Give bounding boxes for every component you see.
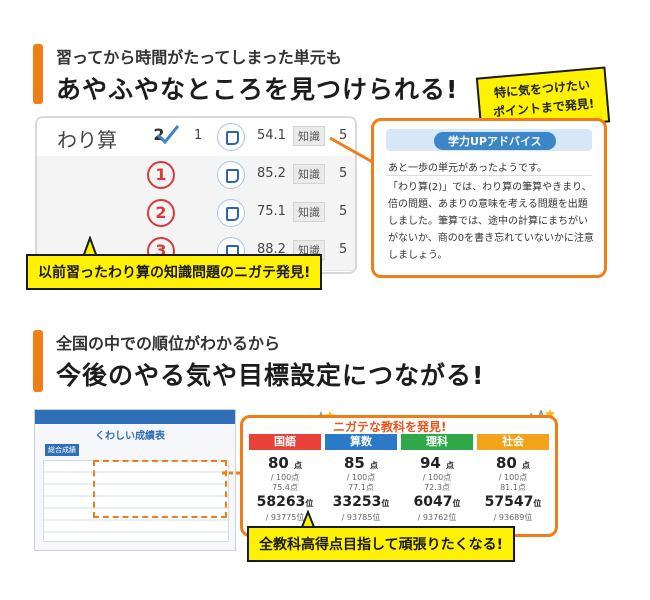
score-panel-title: ニガテな教科を発見! <box>333 420 447 434</box>
section1-accent-bar <box>33 44 43 104</box>
subject-average: 72.3点 <box>424 483 450 492</box>
subject-total: / 93775位 <box>265 513 305 522</box>
question-icon[interactable] <box>217 199 245 227</box>
table-row: わり算 2 1 54.1 知識 5 <box>37 118 355 157</box>
subject-score: 85 点 <box>343 454 379 472</box>
dashed-connector <box>222 471 246 475</box>
table-row: 1 85.2 知識 5 <box>37 156 355 195</box>
subject-column: 国語 80 点 / 100点 75.4点 58263位 / 93775位 <box>249 434 321 526</box>
knowledge-tag: 知識 <box>293 164 325 184</box>
subject-name: 国語 <box>249 434 321 450</box>
count-value: 5 <box>339 204 348 219</box>
screenshot-grid <box>43 460 229 542</box>
subject-total: / 93785位 <box>341 513 381 522</box>
knowledge-tag: 知識 <box>293 202 325 222</box>
subject-column: 理科 94 点 / 100点 72.3点 6047位 / 93762位 <box>401 434 473 526</box>
check-icon <box>156 125 180 145</box>
col-value: 1 <box>194 128 203 143</box>
rank-value: 1 <box>147 161 175 189</box>
advice-body: 「わり算(2)」では、わり算の筆算やきまり、倍の問題、あまりの意味を考える問題を… <box>388 182 594 261</box>
subject-average: 81.1点 <box>500 483 526 492</box>
section2-accent-bar <box>33 330 43 392</box>
score-value: 54.1 <box>257 128 286 143</box>
unit-name: わり算 <box>57 128 117 152</box>
subject-name: 理科 <box>401 434 473 450</box>
divider <box>386 175 592 176</box>
motivation-label: 全教科高得点目指して頑張りたくなる! <box>247 526 515 562</box>
section2-subtitle: 全国の中での順位がわかるから <box>56 334 281 353</box>
advice-panel: 学力UPアドバイス あと一歩の単元があったようです。 「わり算(2)」では、わり… <box>371 118 607 278</box>
question-icon[interactable] <box>217 161 245 189</box>
screenshot-tag: 総合成績 <box>45 444 79 456</box>
count-value: 5 <box>339 128 348 143</box>
table-row: 2 75.1 知識 5 <box>37 194 355 233</box>
subject-score: 80 点 <box>267 454 303 472</box>
weakness-label: 以前習ったわり算の知識問題のニガテ発見! <box>26 254 323 290</box>
section1-headline: あやふやなところを見つけられる! <box>56 75 459 104</box>
subject-column: 社会 80 点 / 100点 81.1点 57547位 / 93689位 <box>477 434 549 526</box>
subject-score-panel: ニガテな教科を発見! 国語 80 点 / 100点 75.4点 58263位 /… <box>240 415 558 537</box>
section2-headline: 今後のやる気や目標設定につながる! <box>56 361 485 390</box>
subject-name: 社会 <box>477 434 549 450</box>
advice-header: 学力UPアドバイス <box>386 129 592 151</box>
count-value: 5 <box>339 166 348 181</box>
subject-max: / 100点 <box>422 473 452 482</box>
section1-subtitle: 習ってから時間がたってしまった単元も <box>56 48 342 67</box>
subject-rank: 58263位 <box>256 494 314 510</box>
subject-max: / 100点 <box>346 473 376 482</box>
advice-summary: あと一歩の単元があったようです。 <box>388 163 547 174</box>
subject-max: / 100点 <box>270 473 300 482</box>
rank-value: 2 <box>147 199 175 227</box>
subject-score: 94 点 <box>419 454 455 472</box>
subject-rank: 6047位 <box>413 494 461 510</box>
score-value: 88.2 <box>257 242 286 257</box>
advice-title: 学力UPアドバイス <box>434 132 556 150</box>
subject-max: / 100点 <box>498 473 528 482</box>
count-value: 5 <box>339 242 348 257</box>
subject-total: / 93762位 <box>417 513 457 522</box>
subject-average: 75.4点 <box>272 483 298 492</box>
subject-rank: 33253位 <box>332 494 390 510</box>
screenshot-title: くわしい成績表 <box>95 431 165 442</box>
subject-average: 77.1点 <box>348 483 374 492</box>
question-icon[interactable] <box>217 123 245 151</box>
subject-score: 80 点 <box>495 454 531 472</box>
screenshot-highlight <box>93 460 227 518</box>
subject-rank: 57547位 <box>484 494 542 510</box>
subject-name: 算数 <box>325 434 397 450</box>
subject-total: / 93689位 <box>493 513 533 522</box>
score-value: 85.2 <box>257 166 286 181</box>
screenshot-topbar <box>35 410 235 424</box>
subject-column: 算数 85 点 / 100点 77.1点 33253位 / 93785位 <box>325 434 397 526</box>
score-value: 75.1 <box>257 204 286 219</box>
report-screenshot: くわしい成績表 総合成績 <box>34 409 236 551</box>
knowledge-tag: 知識 <box>293 126 325 146</box>
connector-line <box>329 136 377 166</box>
